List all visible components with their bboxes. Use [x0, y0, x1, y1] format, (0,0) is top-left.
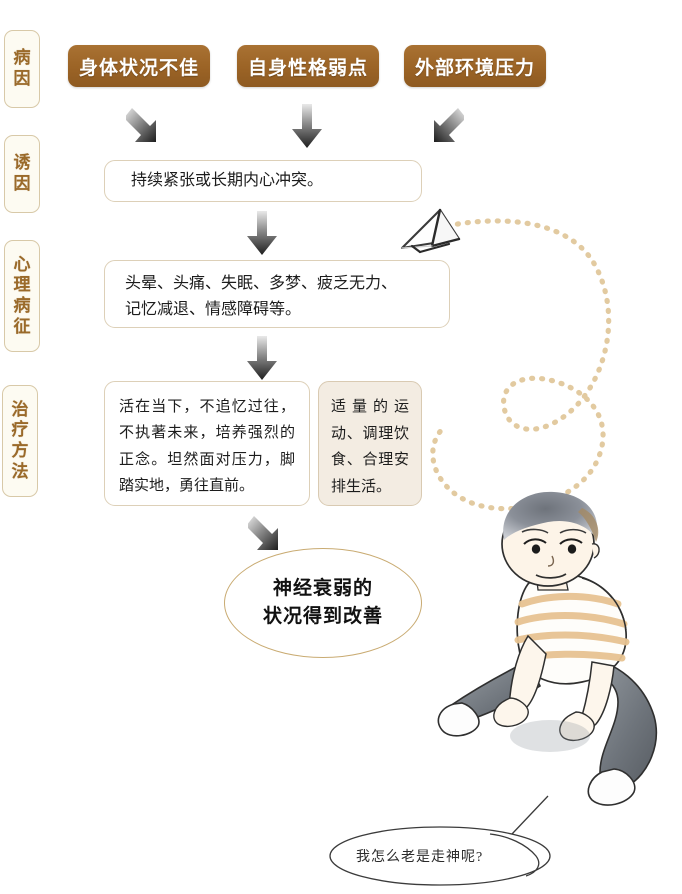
cause-chip-physical[interactable]: 身体状况不佳 — [68, 45, 210, 87]
stage-label-trigger: 诱 因 — [4, 135, 40, 213]
paper-plane-icon — [400, 208, 461, 254]
stage-label-symptoms-char-0: 心 — [13, 254, 31, 274]
treatment-box-mindset: 活在当下，不追忆过往，不执著未来，培养强烈的正念。坦然面对压力，脚踏实地，勇往直… — [104, 381, 310, 506]
stage-label-cause-char-0: 病 — [13, 48, 31, 68]
outcome-line-2: 状况得到改善 — [262, 606, 383, 627]
stage-label-trigger-char-1: 因 — [13, 174, 31, 193]
arrow-treatment-to-outcome — [248, 516, 278, 550]
boy-sitting-illustration — [437, 491, 658, 806]
symptoms-statement-box: 头晕、头痛、失眠、多梦、疲乏无力、 记忆减退、情感障碍等。 — [104, 260, 450, 328]
treatment-mindset-text: 活在当下，不追忆过往，不执著未来，培养强烈的正念。坦然面对压力，脚踏实地，勇往直… — [119, 399, 295, 494]
arrow-symptoms-to-treatment — [247, 336, 277, 380]
outcome-oval: 神经衰弱的 状况得到改善 — [224, 548, 422, 658]
speech-bubble — [329, 795, 551, 886]
stage-label-symptoms: 心 理 病 征 — [4, 240, 40, 352]
treatment-box-lifestyle: 适量的运动、调理饮食、合理安排生活。 — [318, 381, 422, 506]
dotted-flight-trail — [425, 218, 612, 512]
arrow-cause-personality-down — [292, 104, 322, 148]
stage-label-treatment: 治 疗 方 法 — [2, 385, 38, 497]
cause-chip-environment[interactable]: 外部环境压力 — [404, 45, 546, 87]
treatment-lifestyle-text: 适量的运动、调理饮食、合理安排生活。 — [331, 399, 409, 496]
stage-label-cause-char-1: 因 — [13, 69, 31, 88]
stage-label-cause: 病 因 — [4, 30, 40, 108]
stage-label-treatment-char-3: 法 — [11, 461, 29, 481]
symptoms-line-1: 头晕、头痛、失眠、多梦、疲乏无力、 — [125, 275, 398, 292]
stage-label-symptoms-char-3: 征 — [13, 316, 31, 336]
stage-label-treatment-char-0: 治 — [11, 399, 29, 419]
symptoms-line-2: 记忆减退、情感障碍等。 — [125, 300, 302, 318]
arrow-cause-physical-down-right — [126, 108, 156, 142]
trigger-statement-box: 持续紧张或长期内心冲突。 — [104, 160, 422, 202]
arrow-cause-environment-down-left — [434, 108, 464, 142]
arrow-trigger-to-symptoms — [247, 211, 277, 255]
trigger-statement-text: 持续紧张或长期内心冲突。 — [131, 172, 324, 190]
cause-chip-personality[interactable]: 自身性格弱点 — [237, 45, 379, 87]
stage-label-treatment-char-2: 方 — [11, 441, 29, 460]
outcome-line-1: 神经衰弱的 — [272, 577, 373, 599]
stage-label-symptoms-char-2: 病 — [13, 296, 31, 315]
stage-label-symptoms-char-1: 理 — [13, 275, 31, 295]
speech-bubble-text: 我怎么老是走神呢? — [356, 850, 484, 865]
stage-label-treatment-char-1: 疗 — [11, 420, 29, 440]
stage-label-trigger-char-0: 诱 — [13, 153, 31, 173]
